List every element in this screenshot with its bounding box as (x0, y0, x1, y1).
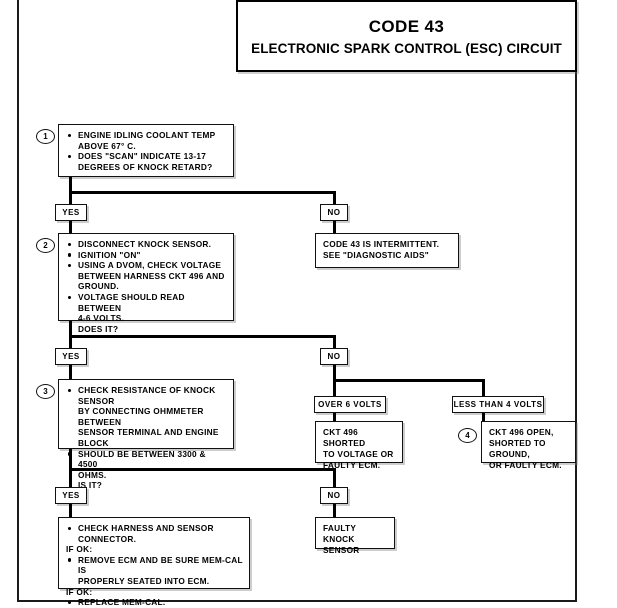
connector-voltage-split-bar (333, 379, 485, 382)
step-3-line: OHMS. (78, 469, 107, 480)
branch-label-yes-3: YES (55, 487, 87, 504)
step-3-list: CHECK RESISTANCE OF KNOCK SENSOR BY CONN… (66, 385, 227, 491)
final-action-box: CHECK HARNESS AND SENSOR CONNECTOR. IF O… (58, 517, 250, 607)
step-3-box: CHECK RESISTANCE OF KNOCK SENSOR BY CONN… (58, 379, 234, 490)
connector-branch1-no-drop (333, 191, 336, 205)
final-action-line: CHECK HARNESS AND SENSOR CONNECTOR. (66, 523, 243, 544)
title-code: CODE 43 (368, 16, 445, 36)
final-action-line: REPLACE MEM-CAL. (66, 597, 243, 608)
step-1-list: ENGINE IDLING COOLANT TEMP ABOVE 67° C. … (66, 130, 227, 172)
step-marker-2-label: 2 (43, 241, 48, 250)
connector-over6-drop (333, 379, 336, 397)
result-shorted-line: TO VOLTAGE OR (323, 449, 394, 459)
step-2-line: 4-6 VOLTS. (78, 313, 125, 324)
step-2-list: DISCONNECT KNOCK SENSOR. IGNITION "ON" U… (66, 239, 227, 334)
step-marker-2: 2 (36, 238, 55, 253)
result-open-line: CKT 496 OPEN, (489, 427, 554, 437)
connector-no2-stem (333, 365, 336, 382)
connector-no1-to-intermittent (333, 221, 336, 234)
connector-branch2-no-drop (333, 335, 336, 349)
step-3-line: SHOULD BE BETWEEN 3300 & 4500 (66, 449, 227, 470)
connector-over6-to-result (333, 413, 336, 422)
connector-less4-drop (482, 379, 485, 397)
result-shorted-to-voltage-box: CKT 496 SHORTED TO VOLTAGE OR FAULTY ECM… (315, 421, 403, 470)
step-2-line: DOES IT? (78, 323, 119, 334)
branch-label-less-than-4-volts: LESS THAN 4 VOLTS (452, 396, 544, 413)
connector-step3-stem (69, 449, 72, 471)
step-2-line: VOLTAGE SHOULD READ BETWEEN (66, 292, 227, 313)
connector-branch1-bar (69, 191, 336, 194)
step-2-line: BETWEEN HARNESS CKT 496 AND (78, 270, 225, 281)
connector-branch1-yes-drop (69, 191, 72, 205)
result-faulty-sensor-line: FAULTY KNOCK (323, 523, 356, 544)
step-2-line: GROUND. (78, 281, 119, 292)
step-2-line: USING A DVOM, CHECK VOLTAGE (66, 260, 227, 271)
branch-label-no-2: NO (320, 348, 348, 365)
result-shorted-line: CKT 496 SHORTED (323, 427, 366, 448)
connector-step1-stem (69, 177, 72, 194)
step-1-line: ENGINE IDLING COOLANT TEMP (66, 130, 227, 141)
branch-label-no-1: NO (320, 204, 348, 221)
step-marker-4-label: 4 (465, 431, 470, 440)
branch-label-yes-2: YES (55, 348, 87, 365)
branch-label-yes-1: YES (55, 204, 87, 221)
step-1-box: ENGINE IDLING COOLANT TEMP ABOVE 67° C. … (58, 124, 234, 177)
final-action-line: IF OK: (66, 544, 93, 555)
step-marker-4: 4 (458, 428, 477, 443)
final-action-line: IF OK: (66, 586, 93, 597)
step-1-line: DOES "SCAN" INDICATE 13-17 (66, 151, 227, 162)
connector-branch3-bar (69, 468, 336, 471)
connector-branch2-yes-drop (69, 335, 72, 349)
result-shorted-line: FAULTY ECM. (323, 460, 381, 470)
connector-yes1-to-step2 (69, 221, 72, 235)
final-action-list: CHECK HARNESS AND SENSOR CONNECTOR. IF O… (66, 523, 243, 608)
result-intermittent-line: SEE "DIAGNOSTIC AIDS" (323, 250, 429, 260)
connector-yes3-to-final (69, 504, 72, 518)
result-intermittent-line: CODE 43 IS INTERMITTENT. (323, 239, 440, 249)
result-open-line: OR FAULTY ECM. (489, 460, 562, 470)
step-1-line: ABOVE 67° C. (78, 140, 136, 151)
connector-less4-to-result (482, 413, 485, 422)
connector-step2-stem (69, 321, 72, 338)
title-block: CODE 43 ELECTRONIC SPARK CONTROL (ESC) C… (236, 0, 577, 72)
result-faulty-sensor-line: SENSOR (323, 545, 360, 555)
step-3-line: CHECK RESISTANCE OF KNOCK SENSOR (66, 385, 227, 406)
result-open-shorted-ground-box: CKT 496 OPEN, SHORTED TO GROUND, OR FAUL… (481, 421, 576, 470)
page-border (17, 0, 577, 602)
branch-label-over-6-volts: OVER 6 VOLTS (314, 396, 386, 413)
step-marker-3-label: 3 (43, 387, 48, 396)
connector-yes2-to-step3 (69, 365, 72, 380)
step-marker-1: 1 (36, 129, 55, 144)
result-faulty-knock-sensor-box: FAULTY KNOCK SENSOR (315, 517, 395, 555)
branch-label-no-3: NO (320, 487, 348, 504)
step-marker-1-label: 1 (43, 132, 48, 141)
step-1-line: DEGREES OF KNOCK RETARD? (78, 161, 213, 172)
connector-branch3-no-drop (333, 468, 336, 488)
title-subtitle: ELECTRONIC SPARK CONTROL (ESC) CIRCUIT (251, 40, 562, 56)
step-3-line: IS IT? (78, 480, 103, 491)
connector-branch2-bar (69, 335, 336, 338)
step-2-line: IGNITION "ON" (66, 250, 227, 261)
connector-branch3-yes-drop (69, 468, 72, 488)
step-2-box: DISCONNECT KNOCK SENSOR. IGNITION "ON" U… (58, 233, 234, 334)
final-action-line: REMOVE ECM AND BE SURE MEM-CAL IS (66, 555, 243, 576)
connector-no3-to-faulty-sensor (333, 504, 336, 518)
step-marker-3: 3 (36, 384, 55, 399)
step-3-line: BY CONNECTING OHMMETER BETWEEN (78, 406, 204, 427)
final-action-line: PROPERLY SEATED INTO ECM. (78, 575, 210, 586)
step-3-line: SENSOR TERMINAL AND ENGINE BLOCK (78, 427, 219, 448)
result-open-line: SHORTED TO GROUND, (489, 438, 546, 459)
step-2-line: DISCONNECT KNOCK SENSOR. (66, 239, 227, 250)
result-intermittent-box: CODE 43 IS INTERMITTENT. SEE "DIAGNOSTIC… (315, 233, 459, 268)
